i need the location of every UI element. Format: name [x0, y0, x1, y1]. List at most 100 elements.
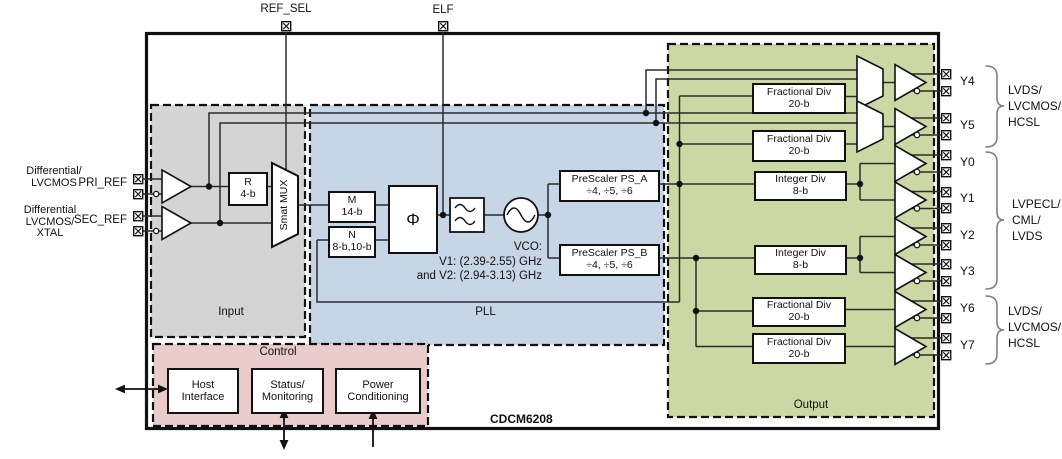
loop-filter-box [449, 197, 485, 233]
r-div-line2: 4-b [240, 188, 256, 200]
output-section-label: Output [793, 399, 829, 411]
pin-y3-p [941, 259, 952, 270]
prescaler-b-box: PreScaler PS_B ÷4, ÷5, ÷6 [559, 244, 660, 276]
brace-y0-y3 [985, 151, 1005, 290]
y7-buffer [894, 327, 928, 366]
int-y0y1-line2: 8-b [792, 185, 809, 197]
loop-filter-wave-icon [454, 203, 476, 226]
pin-y4-p [941, 68, 952, 80]
g2-line1: LVPECL/ [1012, 197, 1061, 211]
wire-feedback-to-n-div [316, 239, 680, 303]
sec-type-line2: LVCMOS/ [25, 215, 75, 228]
int-div-y2-y3-box: Integer Div 8-b [754, 245, 847, 275]
y5-buffer [894, 107, 928, 146]
frac-y4-line2: 20-b [788, 97, 810, 110]
vco-caption-line2: V1: (2.39-2.55) GHz [439, 255, 542, 268]
g1-line3: HCSL [1008, 115, 1041, 129]
group-y4-y5-types: LVDS/ LVCMOS/ HCSL [1008, 82, 1061, 130]
prescaler-a-box: PreScaler PS_A ÷4, ÷5, ÷6 [559, 170, 660, 202]
r-div-line1: R [244, 176, 252, 189]
power-line2: Conditioning [347, 391, 409, 403]
group-y0-y3-types: LVPECL/ CML/ LVDS [1012, 196, 1060, 244]
g3-line2: LVCMOS/ [1008, 320, 1062, 334]
g1-line2: LVCMOS/ [1008, 99, 1062, 113]
pin-y2-n [941, 239, 952, 251]
y4-buffer [894, 63, 928, 102]
y5-output-mux [856, 99, 884, 154]
n-divider-box: N 8-b,10-b [328, 226, 376, 258]
y3-label: Y3 [960, 264, 975, 278]
status-line2: Monitoring [261, 391, 314, 403]
g2-line2: CML/ [1012, 213, 1041, 227]
int-y2y3-line2: 8-b [792, 259, 809, 271]
g2-line3: LVDS [1012, 229, 1043, 243]
pin-y6-n [941, 313, 952, 324]
pin-ref-sel [281, 21, 292, 32]
g1-line1: LVDS/ [1008, 83, 1042, 97]
pin-pri-ref-p [132, 173, 144, 185]
pin-y7-p [941, 333, 952, 344]
int-div-y0-y1-box: Integer Div 8-b [754, 171, 847, 201]
y4-label: Y4 [960, 74, 975, 88]
m-div-line2: 14-b [341, 206, 363, 218]
sec-type-line3: XTAL [36, 227, 64, 239]
frac-y5-line1: Fractional Div [766, 133, 832, 146]
power-conditioning-box: Power Conditioning [335, 368, 421, 414]
pin-y0-n [941, 166, 952, 178]
pin-y5-n [941, 129, 952, 141]
sec-ref-buffer [161, 205, 193, 241]
buffer-invert-bubbles [913, 87, 921, 359]
prescaler-b-line1: PreScaler PS_B [571, 247, 648, 260]
sec-ref-type-label: Differential LVCMOS/ XTAL [6, 204, 94, 240]
pin-y3-n [941, 276, 952, 287]
prescaler-a-line2: ÷4, ÷5, ÷6 [586, 185, 633, 197]
smart-mux-shape [271, 161, 299, 249]
pri-ref-label: PRI_REF [78, 177, 127, 189]
pll-section-label: PLL [475, 306, 496, 318]
power-arrow-head-up [368, 409, 378, 419]
pin-elf [438, 21, 449, 32]
frac-y5-line2: 20-b [788, 145, 810, 157]
g3-line1: LVDS/ [1008, 304, 1042, 318]
pin-y1-n [941, 202, 952, 214]
frac-y4-line1: Fractional Div [766, 85, 832, 98]
frac-div-y4-box: Fractional Div 20-b [752, 83, 846, 114]
y4-output-mux [856, 54, 884, 111]
pri-ref-invert-bubble [152, 190, 160, 198]
wire-vco-to-prescalers [538, 183, 559, 259]
sec-type-line1: Differential [23, 204, 77, 216]
pri-ref-type-label: Differential/ LVCMOS [6, 165, 102, 189]
phase-detector-box: Φ [388, 185, 438, 254]
wire-int-div-to-y2-y3 [843, 235, 895, 274]
pri-type-line2: LVCMOS [31, 176, 77, 189]
y2-buffer [894, 217, 928, 256]
frac-div-y6-box: Fractional Div 20-b [752, 297, 846, 327]
pin-y5-p [941, 112, 952, 124]
host-line1: Host [191, 378, 215, 391]
g3-line3: HCSL [1008, 336, 1041, 350]
vco-sine-icon [506, 207, 536, 223]
y7-label: Y7 [960, 338, 975, 352]
frac-div-y5-box: Fractional Div 20-b [752, 130, 846, 162]
n-div-line2: 8-b,10-b [332, 241, 372, 253]
r-divider-box: R 4-b [228, 172, 268, 206]
vco-caption-line3: and V2: (2.94-3.13) GHz [416, 270, 542, 282]
pin-y4-n [941, 85, 952, 97]
status-arrow-head-down [279, 440, 289, 450]
brace-y4-y5 [985, 65, 1005, 148]
junction-dots [205, 109, 864, 315]
prescaler-a-line1: PreScaler PS_A [571, 173, 648, 186]
int-y2y3-line1: Integer Div [775, 247, 826, 260]
m-divider-box: M 14-b [328, 191, 376, 223]
prescaler-b-line2: ÷4, ÷5, ÷6 [586, 259, 633, 271]
chip-name-label: CDCM6208 [490, 412, 553, 426]
vco-caption: VCO: V1: (2.39-2.55) GHz and V2: (2.94-3… [400, 240, 542, 284]
pll-section-box [308, 103, 666, 347]
control-section-label: Control [259, 346, 297, 358]
y1-label: Y1 [960, 191, 975, 205]
pin-y0-p [941, 149, 952, 161]
y6-label: Y6 [960, 301, 975, 315]
pin-sec-ref-p [132, 210, 144, 222]
wire-prescaler-b-bus [656, 257, 754, 348]
